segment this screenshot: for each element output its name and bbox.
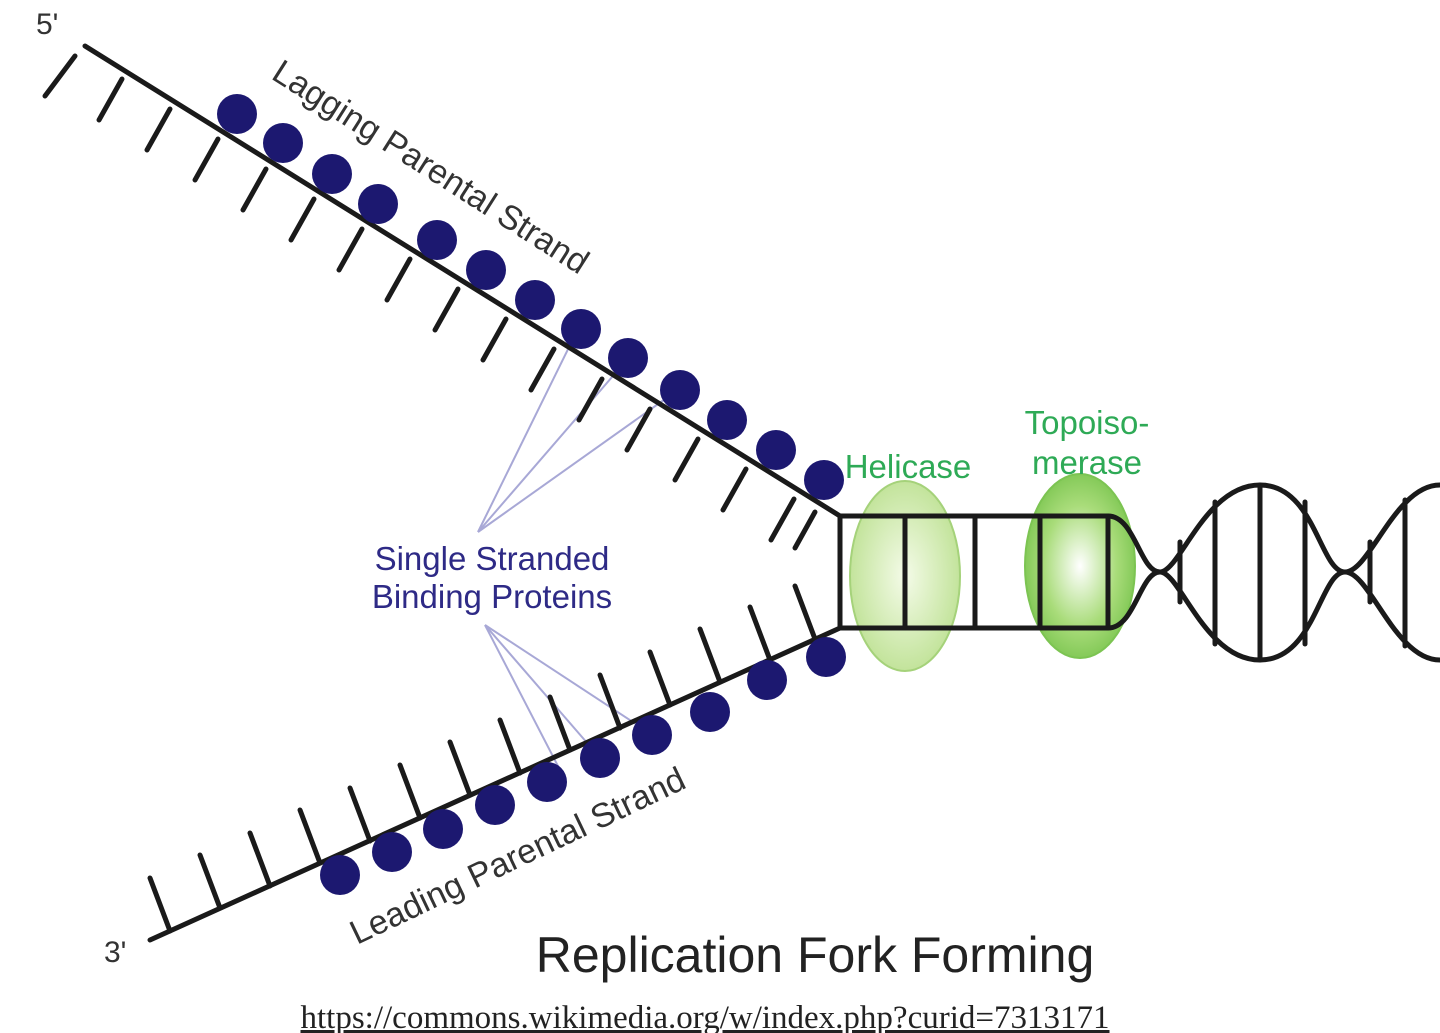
binding-protein: [358, 184, 398, 224]
topoisomerase-label-line1: Topoiso-: [1025, 404, 1150, 441]
binding-protein: [660, 370, 700, 410]
lagging-parental-strand: [42, 43, 843, 551]
leading-parental-strand: [147, 583, 843, 943]
lagging-binding-proteins: [217, 94, 844, 500]
leading-binding-proteins: [320, 637, 846, 895]
binding-protein: [263, 123, 303, 163]
binding-protein: [608, 338, 648, 378]
double-helix: [1105, 482, 1440, 663]
helicase-label: Helicase: [845, 448, 972, 485]
binding-protein: [707, 400, 747, 440]
diagram-title: Replication Fork Forming: [536, 927, 1095, 983]
binding-protein: [632, 715, 672, 755]
ssb-label-line2: Binding Proteins: [372, 578, 612, 615]
binding-protein: [690, 692, 730, 732]
binding-protein: [312, 154, 352, 194]
binding-protein: [217, 94, 257, 134]
binding-protein: [580, 738, 620, 778]
binding-protein: [423, 809, 463, 849]
three-prime-label: 3': [104, 936, 126, 969]
ssb-label-line1: Single Stranded: [375, 540, 610, 577]
binding-protein: [515, 280, 555, 320]
topoisomerase-label-line2: merase: [1032, 444, 1142, 481]
binding-protein: [747, 660, 787, 700]
binding-protein: [417, 220, 457, 260]
binding-protein: [320, 855, 360, 895]
unwinding-duplex: [837, 513, 1111, 631]
source-link[interactable]: https://commons.wikimedia.org/w/index.ph…: [301, 1000, 1110, 1033]
ssb-pointer-lines: [477, 334, 676, 771]
binding-protein: [466, 250, 506, 290]
five-prime-label: 5': [36, 8, 58, 41]
binding-protein: [804, 460, 844, 500]
binding-protein: [475, 785, 515, 825]
binding-protein: [372, 832, 412, 872]
binding-protein: [527, 762, 567, 802]
binding-protein: [756, 430, 796, 470]
binding-protein: [561, 309, 601, 349]
binding-protein: [806, 637, 846, 677]
